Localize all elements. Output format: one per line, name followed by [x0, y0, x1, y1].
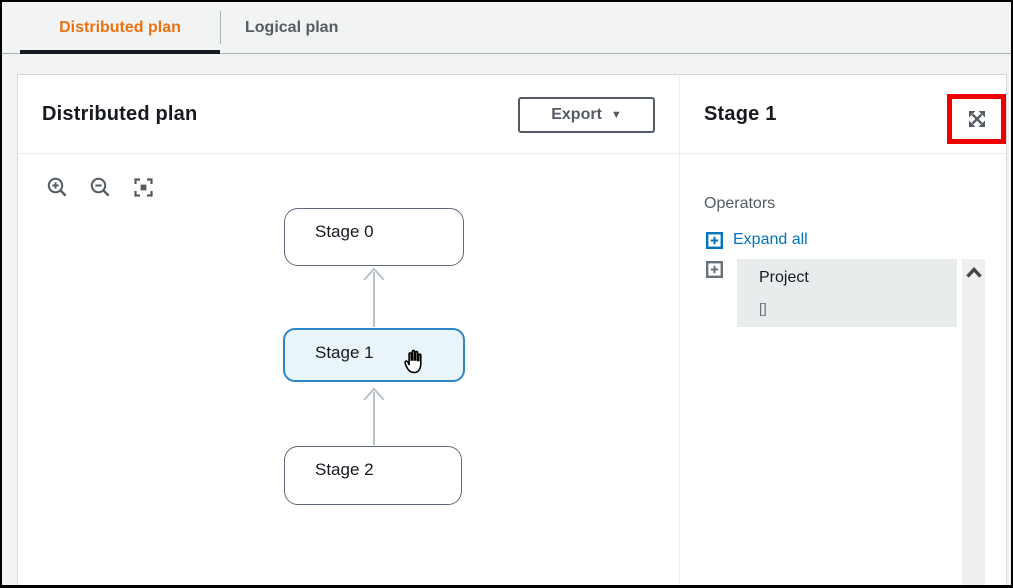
caret-down-icon: ▼	[610, 109, 622, 121]
tab-logical-plan-label: Logical plan	[245, 18, 339, 36]
graph-node-stage-2[interactable]: Stage 2	[284, 446, 462, 505]
stage-detail-body: Operators Expand all	[680, 155, 1006, 585]
fit-to-screen-button[interactable]	[132, 176, 155, 199]
operator-expand-toggle[interactable]	[706, 261, 724, 279]
zoom-toolbar	[46, 176, 155, 199]
graph-canvas[interactable]: Stage 0 Stage 1 Stage 2	[18, 155, 679, 585]
scroll-up-button[interactable]	[965, 267, 983, 281]
plan-tabbar: Distributed plan Logical plan	[2, 2, 1011, 54]
export-button-label: Export	[551, 106, 602, 123]
plus-square-icon	[706, 261, 724, 279]
tab-divider	[220, 11, 221, 44]
node-label: Stage 2	[315, 460, 374, 479]
graph-node-stage-0[interactable]: Stage 0	[284, 208, 464, 266]
operators-label: Operators	[704, 195, 776, 212]
tab-distributed-plan-label: Distributed plan	[59, 18, 181, 36]
expand-all-link[interactable]: Expand all	[706, 231, 808, 249]
graph-node-stage-1[interactable]: Stage 1	[283, 328, 465, 382]
expand-all-label: Expand all	[733, 231, 808, 248]
distributed-plan-header: Distributed plan Export ▼	[18, 75, 679, 154]
plan-card: Distributed plan Export ▼	[17, 74, 1007, 585]
stage-detail-panel: Stage 1	[680, 75, 1006, 585]
page-title: Distributed plan	[42, 102, 198, 125]
expand-all-icon	[706, 231, 723, 249]
zoom-in-button[interactable]	[46, 176, 69, 199]
fit-to-screen-icon	[134, 178, 153, 197]
operators-scrollbar[interactable]	[962, 259, 985, 585]
export-button[interactable]: Export ▼	[518, 97, 655, 133]
edge-stage2-to-stage1	[363, 387, 385, 445]
operator-detail: []	[759, 300, 767, 316]
distributed-plan-panel: Distributed plan Export ▼	[18, 75, 680, 585]
node-label: Stage 1	[315, 343, 374, 362]
node-label: Stage 0	[315, 222, 374, 241]
stage-detail-header: Stage 1	[680, 75, 1006, 154]
edge-stage1-to-stage0	[363, 267, 385, 327]
zoom-out-icon	[90, 177, 110, 197]
operator-name: Project	[759, 269, 809, 286]
annotation-highlight-box	[947, 94, 1006, 144]
zoom-in-icon	[47, 177, 67, 197]
stage-detail-title: Stage 1	[704, 102, 777, 125]
chevron-up-icon	[965, 267, 982, 278]
expand-arrows-icon	[968, 111, 985, 127]
zoom-out-button[interactable]	[89, 176, 112, 199]
tab-logical-plan[interactable]: Logical plan	[221, 2, 362, 53]
operator-card-project[interactable]: Project []	[737, 259, 957, 327]
tab-distributed-plan[interactable]: Distributed plan	[20, 2, 220, 54]
expand-panel-button[interactable]	[966, 108, 988, 130]
